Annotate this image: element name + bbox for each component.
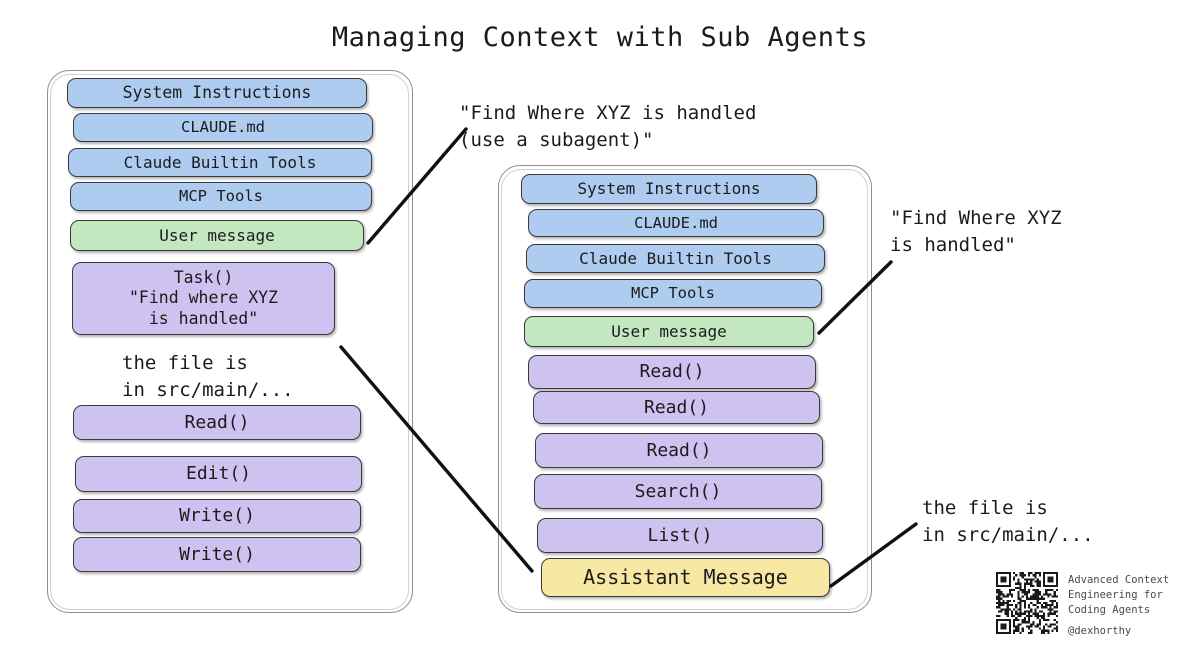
sub-block-claude-builtin-tools[interactable]: Claude Builtin Tools bbox=[526, 244, 825, 273]
sub-block-system-instructions[interactable]: System Instructions bbox=[521, 174, 817, 204]
credit-handle: @dexhorthy bbox=[1068, 625, 1132, 637]
sub-block-user-message[interactable]: User message bbox=[524, 316, 814, 347]
sub-block-assistant-message[interactable]: Assistant Message bbox=[541, 558, 830, 597]
main-block-edit[interactable]: Edit() bbox=[75, 456, 362, 492]
sub-block-mcp-tools[interactable]: MCP Tools bbox=[524, 279, 822, 308]
sub-block-read-1[interactable]: Read() bbox=[528, 355, 816, 389]
main-block-read[interactable]: Read() bbox=[73, 405, 361, 440]
main-block-user-message[interactable]: User message bbox=[70, 220, 364, 251]
annotation-user-request: "Find Where XYZ is handled (use a subage… bbox=[459, 102, 757, 151]
main-block-mcp-tools[interactable]: MCP Tools bbox=[70, 182, 372, 211]
credit-text: Advanced Context Engineering for Coding … bbox=[1068, 574, 1170, 616]
main-block-claude-builtin-tools[interactable]: Claude Builtin Tools bbox=[68, 148, 372, 177]
main-block-write-2[interactable]: Write() bbox=[73, 537, 361, 572]
sub-block-search[interactable]: Search() bbox=[534, 474, 822, 509]
annotation-subagent-request: "Find Where XYZ is handled" bbox=[890, 207, 1062, 256]
sub-block-read-3[interactable]: Read() bbox=[535, 433, 823, 468]
main-block-task-call[interactable]: Task() "Find where XYZ is handled" bbox=[72, 262, 335, 335]
main-block-system-instructions[interactable]: System Instructions bbox=[67, 78, 367, 108]
page-title: Managing Context with Sub Agents bbox=[331, 22, 869, 53]
main-block-write-1[interactable]: Write() bbox=[73, 499, 361, 533]
main-inline-note-file-location: the file is in src/main/... bbox=[122, 352, 294, 401]
sub-block-claude-md[interactable]: CLAUDE.md bbox=[528, 209, 824, 237]
sub-block-read-2[interactable]: Read() bbox=[533, 391, 820, 424]
annotation-subagent-result: the file is in src/main/... bbox=[922, 497, 1094, 546]
main-block-claude-md[interactable]: CLAUDE.md bbox=[73, 113, 373, 142]
sub-block-list[interactable]: List() bbox=[537, 518, 823, 553]
qr-code[interactable] bbox=[996, 572, 1058, 634]
